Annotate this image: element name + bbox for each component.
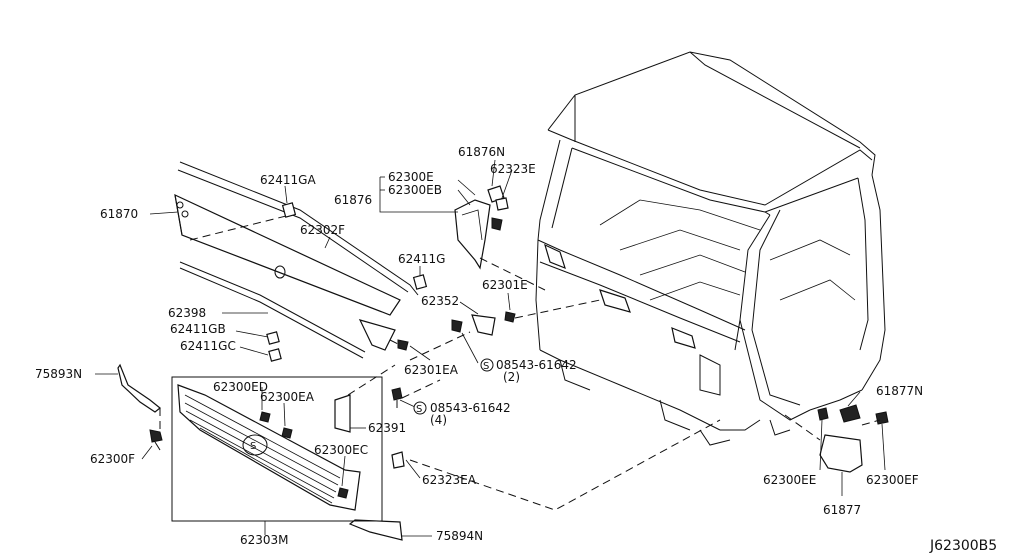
bracket-61876 — [454, 185, 509, 270]
label-62300EF: 62300EF — [866, 473, 919, 487]
screw-callout-upper: S 08543-61642 (2) — [480, 358, 577, 384]
label-62300EC: 62300EC — [314, 443, 368, 457]
callout-labels: 61870 62411GA 62302F 62411G 62398 62411G… — [35, 145, 923, 547]
diagram-id: J62300B5 — [929, 538, 997, 554]
screw-symbol: S — [416, 404, 422, 415]
label-62352: 62352 — [421, 294, 459, 308]
clip-62323EA — [391, 451, 405, 469]
label-62302F: 62302F — [300, 223, 345, 237]
upper-trims — [174, 161, 419, 359]
label-61877: 61877 — [823, 503, 861, 517]
screw-lower-part: 08543-61642 — [430, 401, 511, 415]
label-62301EA: 62301EA — [404, 363, 459, 377]
label-62323E: 62323E — [490, 162, 536, 176]
screw-symbol: S — [483, 361, 489, 372]
bracket-62391 — [334, 394, 351, 433]
label-75893N: 75893N — [35, 367, 82, 381]
screw-upper-qty: (2) — [503, 370, 520, 384]
label-62300EE: 62300EE — [763, 473, 816, 487]
grille-assembly: S — [171, 376, 383, 522]
label-61870: 61870 — [100, 207, 138, 221]
label-62301E: 62301E — [482, 278, 528, 292]
label-62411GB: 62411GB — [170, 322, 226, 336]
small-pads — [266, 202, 428, 362]
bracket-62352 — [451, 314, 496, 336]
label-61876N: 61876N — [458, 145, 505, 159]
label-62411GC: 62411GC — [180, 339, 236, 353]
side-trims — [117, 363, 403, 541]
label-62398: 62398 — [168, 306, 206, 320]
label-62300F: 62300F — [90, 452, 135, 466]
clip-62301EA — [397, 339, 409, 351]
label-62411GA: 62411GA — [260, 173, 316, 187]
screw-lower — [391, 387, 403, 408]
label-62323EA: 62323EA — [422, 473, 477, 487]
label-62300E: 62300E — [388, 170, 434, 184]
cab-illustration — [535, 51, 886, 446]
label-61877N: 61877N — [876, 384, 923, 398]
label-62300ED: 62300ED — [213, 380, 268, 394]
leader-lines — [95, 159, 886, 537]
label-62391: 62391 — [368, 421, 406, 435]
svg-text:S: S — [250, 441, 256, 452]
label-62300EA: 62300EA — [260, 390, 315, 404]
clip-62301E — [504, 311, 516, 323]
label-62300EB: 62300EB — [388, 183, 442, 197]
screw-upper-part: 08543-61642 — [496, 358, 577, 372]
assembly-lines — [159, 214, 881, 511]
label-62303M: 62303M — [240, 533, 289, 547]
label-62411G: 62411G — [398, 252, 445, 266]
screw-lower-qty: (4) — [430, 413, 447, 427]
screw-callout-lower: S 08543-61642 (4) — [413, 401, 511, 427]
trim-61877 — [817, 404, 889, 473]
clip-62300F — [149, 429, 163, 451]
label-61876: 61876 — [334, 193, 372, 207]
label-75894N: 75894N — [436, 529, 483, 543]
